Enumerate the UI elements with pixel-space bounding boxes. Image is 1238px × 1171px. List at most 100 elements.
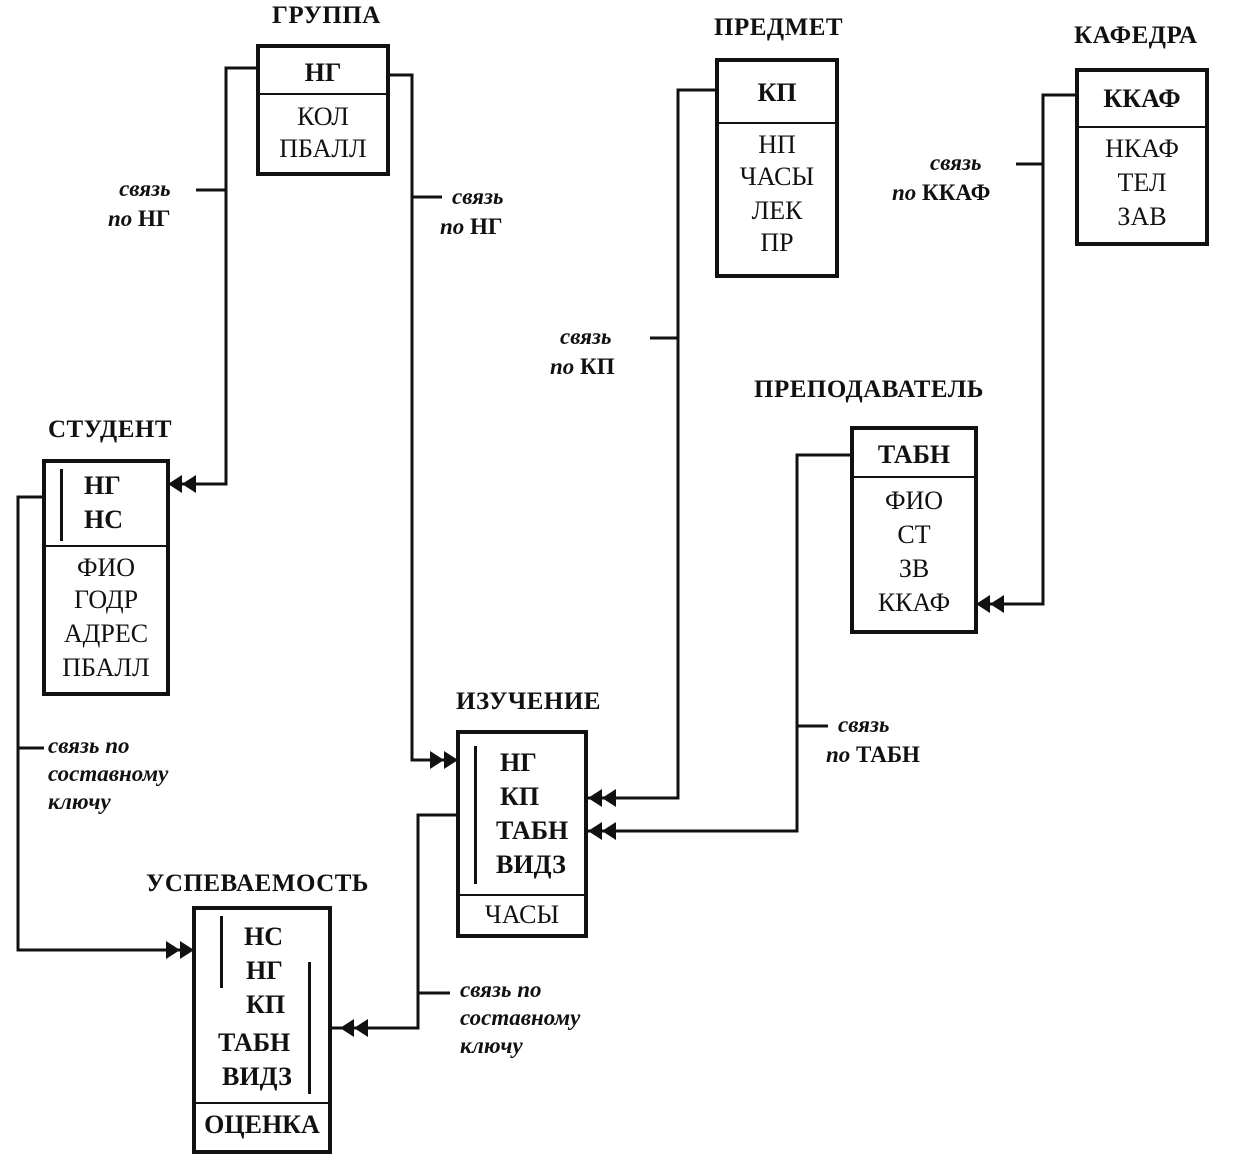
entity-title-prepodavatel: ПРЕПОДАВАТЕЛЬ	[754, 376, 984, 403]
section-divider	[46, 545, 166, 547]
key-field: НС	[84, 505, 123, 534]
attribute-field: ККАФ	[877, 588, 951, 617]
arrowhead-izuchenie-kp-1	[588, 789, 602, 807]
section-divider	[196, 1102, 328, 1104]
link-label-word: связь	[452, 184, 504, 209]
attribute-field: ЗАВ	[1117, 202, 1167, 231]
link-label-word: по	[826, 742, 851, 767]
arrowhead-izuchenie-tabn-2	[602, 822, 616, 840]
entity-kafedra[interactable]: ККАФ НКАФ ТЕЛ ЗАВ	[1075, 68, 1209, 246]
link-label-student-uspev: связь по составному ключу	[48, 732, 168, 816]
section-divider	[1079, 126, 1205, 128]
link-label-predmet-izuchenie: связь по КП	[550, 322, 615, 382]
arrowhead-prepod-1	[976, 595, 990, 613]
arrowhead-izuchenie-ng-1	[444, 751, 458, 769]
entity-predmet[interactable]: КП НП ЧАСЫ ЛЕК ПР	[715, 58, 839, 278]
attribute-field: ПР	[760, 228, 794, 257]
entity-title-gruppa: ГРУППА	[272, 2, 381, 29]
key-field: НГ	[304, 58, 342, 87]
key-field: НГ	[84, 471, 121, 500]
section-divider	[460, 894, 584, 896]
arrowhead-prepod-2	[990, 595, 1004, 613]
entity-title-kafedra: КАФЕДРА	[1074, 22, 1198, 49]
link-label-word: ключу	[48, 789, 111, 814]
link-label-key: КП	[580, 354, 615, 379]
arrowhead-uspev-student-1	[180, 941, 194, 959]
section-divider	[719, 122, 835, 124]
attribute-field: ЧАСЫ	[484, 900, 560, 929]
link-label-gruppa-izuchenie: связь по НГ	[440, 182, 504, 242]
section-divider	[854, 476, 974, 478]
link-gruppa-izuchenie	[388, 73, 458, 762]
key-field: НГ	[246, 956, 283, 985]
key-group-bar	[60, 469, 63, 541]
link-label-word: ключу	[460, 1033, 523, 1058]
attribute-field: КОЛ	[297, 102, 349, 131]
attribute-field: АДРЕС	[63, 619, 149, 648]
key-group-bar	[220, 916, 223, 988]
arrowhead-izuchenie-kp-2	[602, 789, 616, 807]
key-field: ТАБН	[496, 816, 569, 845]
key-field: КП	[500, 782, 540, 811]
link-label-word: составному	[460, 1005, 581, 1030]
link-label-word: по	[892, 180, 917, 205]
attribute-field: ЧАСЫ	[739, 162, 815, 191]
link-label-key: НГ	[138, 206, 171, 231]
link-prepod-izuchenie	[588, 453, 852, 833]
arrowhead-student-2	[182, 475, 196, 493]
attribute-field: ОЦЕНКА	[204, 1110, 320, 1139]
section-divider	[260, 93, 386, 95]
attribute-field: ПБАЛЛ	[279, 134, 367, 163]
link-label-key: НГ	[470, 214, 503, 239]
link-student-uspev	[16, 495, 194, 952]
link-predmet-izuchenie	[588, 88, 717, 800]
arrowhead-uspev-izuchenie-2	[354, 1019, 368, 1037]
link-label-word: связь	[119, 176, 171, 201]
entity-prepodavatel[interactable]: ТАБН ФИО СТ ЗВ ККАФ	[850, 426, 978, 634]
link-label-word: связь	[560, 324, 612, 349]
key-field: НС	[244, 922, 283, 951]
entity-uspevaemost[interactable]: НС НГ КП ТАБН ВИДЗ ОЦЕНКА	[192, 906, 332, 1154]
link-label-word: по	[440, 214, 465, 239]
link-label-kafedra-prepod: связь по ККАФ	[892, 148, 990, 208]
link-label-word: связь	[838, 712, 890, 737]
entity-student[interactable]: НГ НС ФИО ГОДР АДРЕС ПБАЛЛ	[42, 459, 170, 696]
key-field: НГ	[500, 748, 537, 777]
link-label-word: связь по	[48, 733, 130, 758]
link-label-word: по	[550, 354, 575, 379]
link-label-word: по	[108, 206, 133, 231]
entity-title-izuchenie: ИЗУЧЕНИЕ	[456, 688, 601, 715]
link-izuchenie-uspev	[312, 813, 472, 1030]
attribute-field: ЗВ	[898, 554, 930, 583]
attribute-field: НП	[758, 130, 796, 159]
arrowhead-student-1	[168, 475, 182, 493]
link-label-word: связь	[930, 150, 982, 175]
entity-izuchenie[interactable]: НГ КП ТАБН ВИДЗ ЧАСЫ	[456, 730, 588, 938]
attribute-field: ФИО	[884, 486, 944, 515]
key-group-bar	[474, 746, 477, 884]
link-label-key: ККАФ	[922, 180, 991, 205]
attribute-field: НКАФ	[1105, 134, 1179, 163]
entity-title-uspevaemost: УСПЕВАЕМОСТЬ	[146, 870, 369, 897]
key-field: ТАБН	[218, 1028, 291, 1057]
attribute-field: ФИО	[76, 553, 136, 582]
attribute-field: СТ	[897, 520, 931, 549]
entity-gruppa[interactable]: НГ КОЛ ПБАЛЛ	[256, 44, 390, 176]
link-label-word: связь по	[460, 977, 542, 1002]
attribute-field: ГОДР	[73, 585, 139, 614]
entity-title-student: СТУДЕНТ	[48, 416, 173, 443]
arrowhead-izuchenie-tabn-1	[588, 822, 602, 840]
key-field: КП	[757, 78, 797, 107]
link-label-gruppa-student: связь по НГ	[108, 174, 171, 234]
link-label-izuchenie-uspev: связь по составному ключу	[460, 976, 580, 1060]
key-field: ККАФ	[1103, 84, 1181, 113]
link-kafedra-prepod	[976, 93, 1077, 606]
link-label-word: составному	[48, 761, 169, 786]
key-group-bar	[308, 962, 311, 1094]
arrowhead-uspev-izuchenie-1	[340, 1019, 354, 1037]
link-gruppa-student	[168, 66, 258, 486]
attribute-field: ЛЕК	[751, 196, 803, 225]
key-field: ВИДЗ	[222, 1062, 292, 1091]
link-label-key: ТАБН	[856, 742, 920, 767]
